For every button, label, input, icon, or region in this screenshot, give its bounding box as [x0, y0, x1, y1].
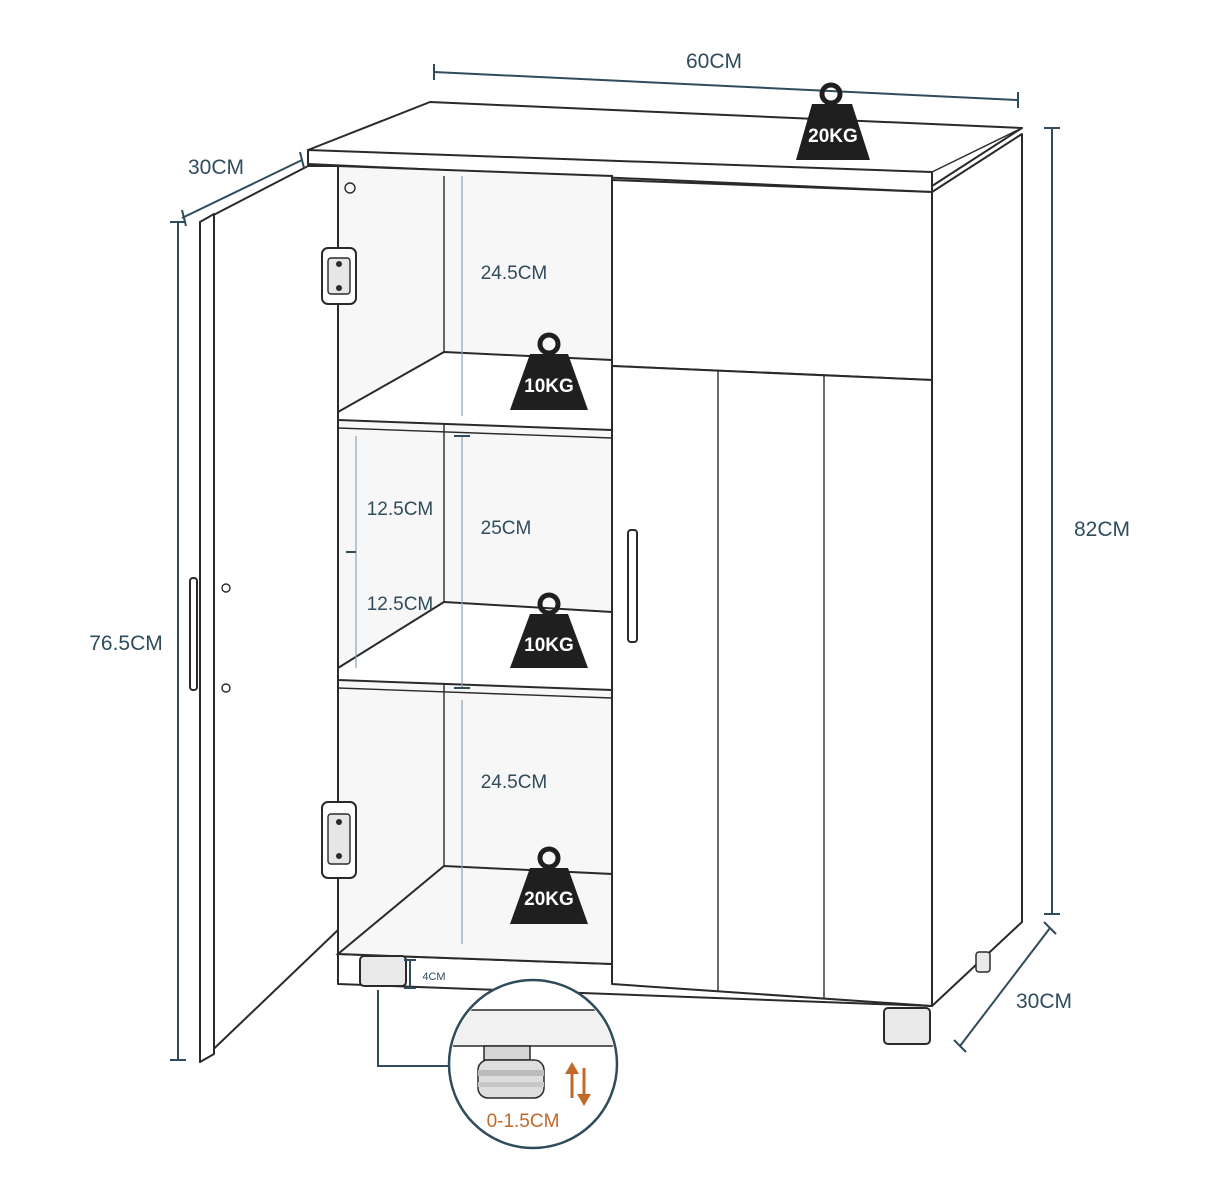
shelf-bottom-height-label: 24.5CM	[481, 772, 548, 793]
weight-icon	[510, 332, 588, 410]
bottom-shelf-load-label: 20KG	[524, 889, 574, 910]
leveling-foot-icon	[477, 1045, 545, 1099]
shelf-mid-height-label: 25CM	[481, 518, 532, 539]
upper-shelf-load-label: 10KG	[524, 376, 574, 397]
depth-right-label: 30CM	[1016, 990, 1072, 1013]
hinge-icon	[321, 801, 357, 879]
depth-left-label: 30CM	[188, 156, 244, 179]
leg-height-label: 4CM	[422, 971, 445, 983]
cabinet-body	[307, 101, 1023, 1007]
middle-shelf-load-label: 10KG	[524, 635, 574, 656]
weight-icon	[510, 846, 588, 924]
top-load-label: 20KG	[808, 126, 858, 147]
dimension-lines	[170, 64, 1060, 1067]
hinge-icon	[321, 247, 357, 305]
height-total-label: 82CM	[1074, 518, 1130, 541]
foot-adjust-label: 0-1.5CM	[487, 1111, 560, 1132]
shelf-mid-upper-half-label: 12.5CM	[367, 499, 434, 520]
shelf-mid-lower-half-label: 12.5CM	[367, 594, 434, 615]
weight-icon	[796, 82, 870, 160]
width-label: 60CM	[686, 50, 742, 73]
left-door-open	[189, 165, 356, 1063]
leveling-foot-detail	[447, 978, 619, 1150]
weight-icon	[510, 592, 588, 668]
shelf-top-height-label: 24.5CM	[481, 263, 548, 284]
height-body-label: 76.5CM	[89, 632, 163, 655]
cabinet-legs	[359, 951, 991, 1045]
up-down-arrow-icon	[565, 1062, 591, 1106]
